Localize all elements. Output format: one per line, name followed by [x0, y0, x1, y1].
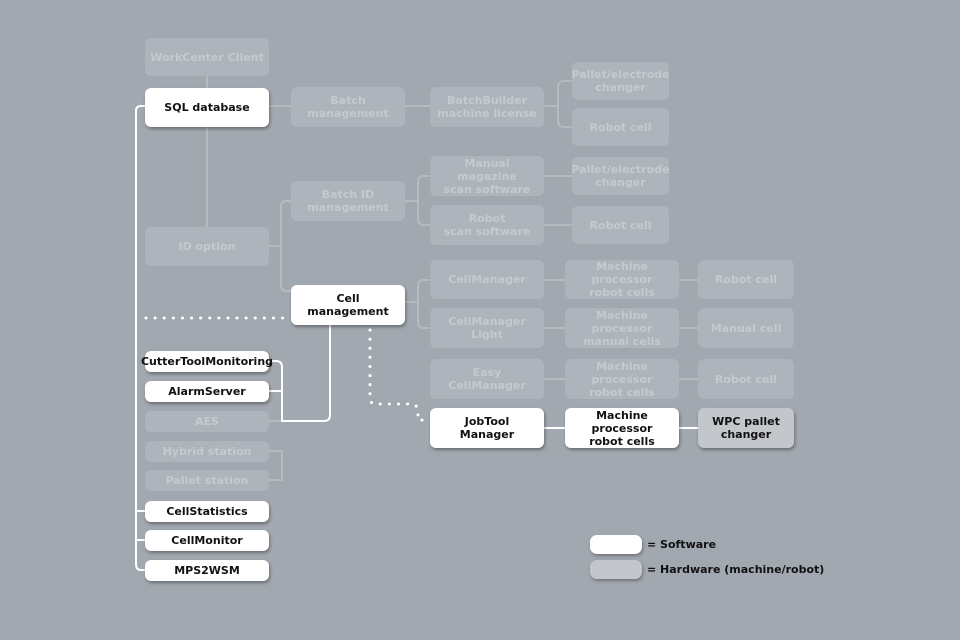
- pallet-electrode-changer-box-2: Pallet/electrode changer: [571, 157, 670, 195]
- wpc-pallet-changer-box[interactable]: WPC pallet changer: [698, 408, 794, 448]
- cell-management-box[interactable]: Cell management: [291, 285, 405, 325]
- line-idoption-branch: [268, 200, 292, 292]
- line-side-group: [268, 420, 283, 481]
- robot-scan-software-box: Robot scan software: [430, 205, 544, 245]
- sql-database-box[interactable]: SQL database: [145, 88, 269, 127]
- batch-id-management-box: Batch ID management: [291, 181, 405, 221]
- robot-cell-box-2: Robot cell: [572, 206, 669, 244]
- mp-manual-cells-box: Machine processor manual cells: [565, 308, 679, 348]
- cellmanager-box: CellManager: [430, 260, 544, 299]
- cellmonitor-box[interactable]: CellMonitor: [145, 530, 269, 551]
- mp-robot-cells-box-2: Machine processor robot cells: [565, 359, 679, 399]
- pallet-electrode-changer-box-1: Pallet/electrode changer: [571, 62, 670, 100]
- mps2wsm-box[interactable]: MPS2WSM: [145, 560, 269, 581]
- pallet-station-box: Pallet station: [145, 470, 269, 491]
- jobtool-manager-box[interactable]: JobTool Manager: [430, 408, 544, 448]
- line-batchid-branch: [404, 175, 431, 226]
- aes-box: AES: [145, 411, 269, 432]
- cellstatistics-box[interactable]: CellStatistics: [145, 501, 269, 522]
- legend-software-swatch: [590, 535, 642, 554]
- line-batchbuilder-branch: [543, 80, 573, 128]
- mp-robot-cells-box-1: Machine processor robot cells: [565, 260, 679, 299]
- manual-cell-box: Manual cell: [698, 308, 794, 348]
- legend-hardware-swatch: [590, 560, 642, 579]
- line-cuttertool-group: [268, 322, 331, 422]
- batchbuilder-license-box: BatchBuilder machine license: [430, 87, 544, 127]
- robot-cell-box-3: Robot cell: [698, 260, 794, 299]
- id-option-box: ID option: [145, 227, 269, 266]
- manual-magazine-scan-box: Manual magazine scan software: [430, 156, 544, 196]
- line-cellmgmt-branch: [404, 279, 431, 329]
- legend-software-label: = Software: [647, 538, 717, 551]
- easy-cellmanager-box: Easy CellManager: [430, 359, 544, 399]
- cellmanager-light-box: CellManager Light: [430, 308, 544, 348]
- line-left-trunk: [135, 105, 146, 571]
- cuttertool-monitoring-box[interactable]: CutterToolMonitoring: [141, 351, 273, 372]
- dotted-line-jobtool: [368, 328, 430, 422]
- robot-cell-box-1: Robot cell: [572, 108, 669, 146]
- hybrid-station-box: Hybrid station: [145, 441, 269, 462]
- batch-management-box: Batch management: [291, 87, 405, 127]
- alarmserver-box[interactable]: AlarmServer: [145, 381, 269, 402]
- workcenter-client-box: WorkCenter Client: [145, 38, 269, 76]
- legend-hardware-label: = Hardware (machine/robot): [647, 563, 825, 576]
- mp-robot-cells-active-box[interactable]: Machine processor robot cells: [565, 408, 679, 448]
- robot-cell-box-4: Robot cell: [698, 359, 794, 399]
